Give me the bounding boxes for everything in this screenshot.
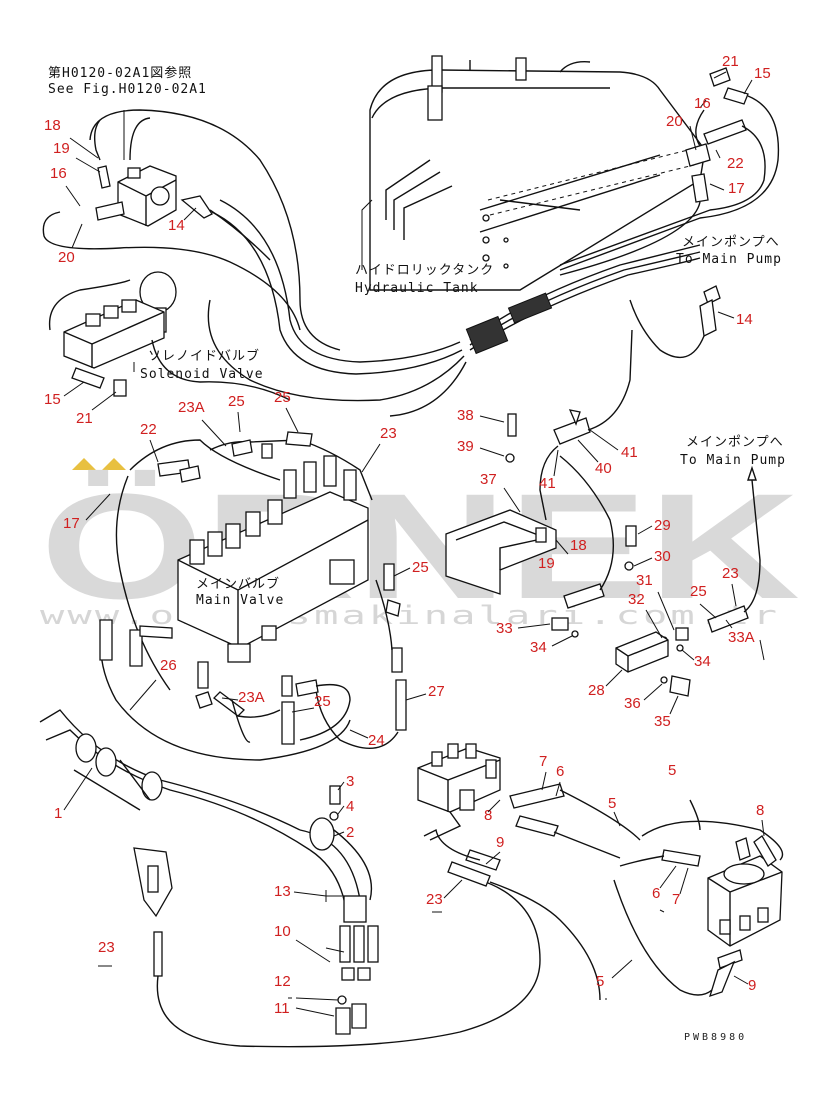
callout-17-top: 17 (728, 180, 745, 197)
solenoid-valve-label-en: Solenoid Valve (140, 367, 264, 382)
callout-1: 1 (54, 805, 62, 822)
callout-18-mid: 18 (570, 537, 587, 554)
callout-12: 12 (274, 973, 291, 990)
callout-7-right: 7 (672, 891, 680, 908)
callout-23-right: 23 (722, 565, 739, 582)
pilot-valve: PWB8980 (417, 743, 747, 1043)
ppc-valve (605, 799, 784, 1000)
callout-33A: 33A (728, 629, 755, 646)
callout-8-right: 8 (756, 802, 764, 819)
callout-26: 26 (160, 657, 177, 674)
callout-11: 11 (274, 1000, 290, 1017)
callout-21-left: 21 (76, 410, 93, 427)
callout-4: 4 (346, 798, 354, 815)
callout-37: 37 (480, 471, 497, 488)
callout-23A-bottom: 23A (238, 689, 265, 706)
callout-16-top: 16 (694, 95, 711, 112)
solenoid-valve: ソレノイドバルブ Solenoid Valve (48, 271, 291, 401)
callout-18-top: 18 (44, 117, 61, 134)
suction-hoses (39, 709, 379, 1035)
callout-13: 13 (274, 883, 291, 900)
hydraulic-tank-label-jp: ハイドロリックタンク (355, 263, 494, 278)
callout-34-right: 34 (694, 653, 711, 670)
bracket-assembly: メインポンプへ To Main Pump (445, 329, 786, 697)
callout-39: 39 (457, 438, 474, 455)
callout-15-left: 15 (44, 391, 61, 408)
callout-5-top: 5 (668, 762, 676, 779)
watermark-accent-1 (72, 458, 96, 470)
watermark: ÖRNEK www.orneksmakinalari.com.tr (40, 458, 800, 631)
callout-33: 33 (496, 620, 513, 637)
callout-23-bottom-left: 23 (98, 939, 115, 956)
callouts: 21 15 16 20 22 17 18 19 16 14 20 14 15 2… (44, 53, 771, 1017)
callout-14-left: 14 (168, 217, 185, 234)
to-main-pump-label-en-2: To Main Pump (680, 453, 786, 468)
callout-7-left: 7 (539, 753, 547, 770)
callout-23-top: 23 (380, 425, 397, 442)
callout-29: 29 (654, 517, 671, 534)
callout-22-mid: 22 (140, 421, 157, 438)
callout-10: 10 (274, 923, 291, 940)
callout-2: 2 (346, 824, 354, 841)
callout-19-top: 19 (53, 140, 70, 157)
callout-40: 40 (595, 460, 612, 477)
callout-41-right: 41 (621, 444, 638, 461)
callout-23-bottom-center: 23 (426, 891, 443, 908)
hydraulic-tank: ハイドロリックタンク Hydraulic Tank (355, 55, 706, 296)
watermark-accent-2 (102, 458, 126, 470)
callout-28: 28 (588, 682, 605, 699)
callout-25-b: 25 (274, 389, 291, 406)
callout-15-top: 15 (754, 65, 771, 82)
callout-36: 36 (624, 695, 641, 712)
callout-32: 32 (628, 591, 645, 608)
callout-35: 35 (654, 713, 671, 730)
drawing-code: PWB8980 (684, 1032, 747, 1043)
callout-6-right: 6 (652, 885, 660, 902)
callout-23A-top: 23A (178, 399, 205, 416)
figure-ref-en: See Fig.H0120-02A1 (48, 82, 207, 97)
callout-16-left: 16 (50, 165, 67, 182)
callout-24: 24 (368, 732, 385, 749)
callout-27: 27 (428, 683, 445, 700)
main-valve-label-jp: メインバルブ (196, 576, 280, 592)
solenoid-valve-label-jp: ソレノイドバルブ (148, 348, 260, 364)
main-valve: メインバルブ Main Valve (99, 431, 407, 761)
callout-6-left: 6 (556, 763, 564, 780)
callout-41-left: 41 (539, 475, 556, 492)
watermark-brand: ÖRNEK (40, 462, 800, 630)
callout-25-a: 25 (228, 393, 245, 410)
callout-8-left: 8 (484, 807, 492, 824)
top-left-valve: 第H0120-02A1図参照 See Fig.H0120-02A1 (42, 65, 341, 351)
callout-21-top: 21 (722, 53, 739, 70)
callout-34-left: 34 (530, 639, 547, 656)
callout-20-left: 20 (58, 249, 75, 266)
callout-20-top: 20 (666, 113, 683, 130)
callout-38: 38 (457, 407, 474, 424)
callout-3: 3 (346, 773, 354, 790)
callout-5-mid: 5 (608, 795, 616, 812)
hydraulic-tank-label-en: Hydraulic Tank (355, 281, 479, 296)
callout-14-right: 14 (736, 311, 753, 328)
to-main-pump-label-jp-1: メインポンプへ (682, 235, 780, 250)
figure-ref-jp: 第H0120-02A1図参照 (48, 65, 192, 81)
callout-22-top: 22 (727, 155, 744, 172)
callout-31: 31 (636, 572, 653, 589)
callout-30: 30 (654, 548, 671, 565)
to-main-pump-label-en-1: To Main Pump (676, 252, 782, 267)
callout-9-right: 9 (748, 977, 756, 994)
callout-19-mid: 19 (538, 555, 555, 572)
main-valve-label-en: Main Valve (196, 593, 284, 608)
callout-9-left: 9 (496, 834, 504, 851)
callout-25-bottom: 25 (314, 693, 331, 710)
callout-5-bottom: 5 (596, 973, 604, 990)
callout-25-mv: 25 (412, 559, 429, 576)
callout-17-mid: 17 (63, 515, 80, 532)
to-main-pump-label-jp-2: メインポンプへ (686, 435, 784, 450)
pilot-bracket (133, 847, 541, 1048)
callout-25-right: 25 (690, 583, 707, 600)
hose-bundle (207, 199, 701, 417)
